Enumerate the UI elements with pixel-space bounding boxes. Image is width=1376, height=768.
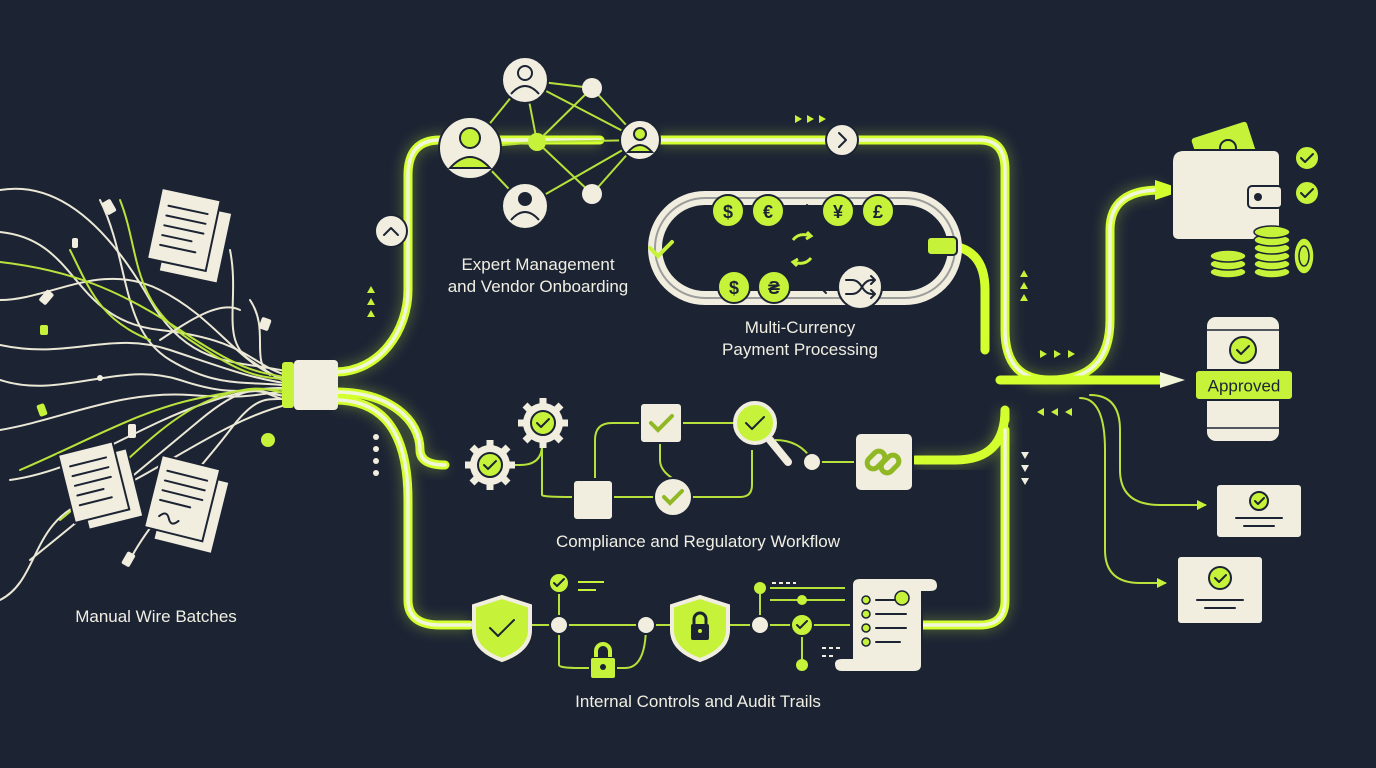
check-circle-icon [790, 613, 814, 637]
svg-text:€: € [763, 202, 773, 222]
audit-scroll-icon [832, 577, 940, 673]
shield-lock-icon [670, 594, 730, 663]
svg-text:₴: ₴ [768, 278, 780, 298]
expert-network [469, 78, 641, 207]
tangled-wires [0, 187, 291, 601]
shuffle-icon [837, 264, 883, 310]
wallet-icon [1171, 119, 1283, 241]
connector-hub [282, 360, 338, 410]
svg-text:$: $ [729, 278, 739, 298]
check-circle-icon [1294, 180, 1320, 206]
svg-text:£: £ [873, 202, 883, 222]
certificate-icon [1215, 483, 1303, 539]
currency-coin: £ [861, 194, 895, 228]
user-icon [619, 119, 661, 161]
currency-loop [648, 191, 962, 305]
label-line: and Vendor Onboarding [447, 277, 629, 296]
user-icon [501, 182, 549, 230]
document-icon [145, 186, 234, 285]
label-line: Payment Processing [722, 340, 878, 359]
chevron-up-icon [374, 214, 408, 248]
currency-coin: $ [711, 194, 745, 228]
label-manual-wire-batches: Manual Wire Batches [75, 607, 237, 626]
label-expert-management: Expert Management and Vendor Onboarding [428, 254, 648, 298]
compliance-connectors [490, 422, 855, 498]
chevron-right-icon [825, 123, 859, 157]
svg-text:¥: ¥ [833, 202, 843, 222]
label-internal-controls: Internal Controls and Audit Trails [575, 692, 821, 711]
certificate-icon [1176, 555, 1264, 625]
approved-badge: Approved [1194, 369, 1294, 401]
checkbox-icon [639, 402, 683, 444]
flow-arrows [367, 115, 1075, 485]
check-circle-icon [1294, 145, 1320, 171]
label-compliance-workflow: Compliance and Regulatory Workflow [555, 532, 841, 551]
currency-coin: € [751, 194, 785, 228]
gear-icon [465, 440, 515, 490]
document-icon [142, 453, 231, 556]
currency-coin: ¥ [821, 194, 855, 228]
currency-coin: ₴ [757, 270, 791, 304]
controls-connectors [530, 581, 850, 671]
user-icon [438, 116, 502, 180]
magnifier-check-icon [733, 401, 792, 466]
shield-check-icon [472, 594, 532, 663]
wire-plugs [36, 199, 275, 567]
currency-coin: $ [717, 270, 751, 304]
svg-text:Approved: Approved [1208, 377, 1281, 396]
user-icon [501, 56, 549, 104]
empty-box-icon [572, 479, 614, 521]
document-icon [56, 440, 145, 531]
pipe-network [330, 133, 1207, 632]
check-circle-icon [548, 572, 570, 594]
label-line: Expert Management [461, 255, 615, 274]
coins-icon [1209, 225, 1315, 279]
svg-text:$: $ [723, 202, 733, 222]
check-circle-icon [653, 477, 693, 517]
link-icon [854, 432, 914, 492]
label-line: Multi-Currency [744, 318, 856, 337]
padlock-icon [589, 642, 617, 680]
label-multi-currency: Multi-Currency Payment Processing [700, 317, 900, 361]
gear-icon [518, 398, 568, 448]
